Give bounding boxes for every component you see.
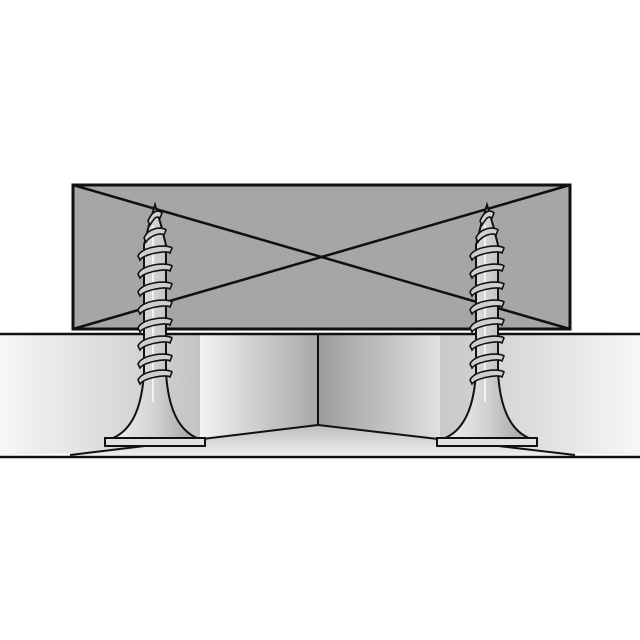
screw-thread <box>137 245 173 262</box>
screw-thread <box>469 245 505 262</box>
screw-thread <box>469 299 505 316</box>
screw-thread <box>147 210 163 227</box>
screw-thread <box>137 317 173 334</box>
screw-thread <box>143 227 167 244</box>
screw-head <box>436 437 538 447</box>
panel-floor <box>70 425 575 455</box>
screw-thread <box>137 335 173 352</box>
screw-thread <box>475 227 499 244</box>
screw-head <box>104 437 206 447</box>
screw-thread <box>469 369 505 386</box>
drywall-panel <box>0 332 640 459</box>
screw-thread <box>469 353 505 370</box>
screw-thread <box>137 369 173 386</box>
screw-thread <box>469 263 505 280</box>
screw-thread <box>469 317 505 334</box>
screw-thread <box>137 353 173 370</box>
screw-thread <box>137 263 173 280</box>
screw-thread <box>137 281 173 298</box>
screw-thread <box>469 335 505 352</box>
screw-thread <box>137 299 173 316</box>
drywall-screw-right <box>436 201 538 447</box>
panel-right-inner-face <box>318 334 440 450</box>
panel-left-inner-face <box>200 334 318 450</box>
screw-thread <box>469 281 505 298</box>
drywall-screw-left <box>104 201 206 447</box>
screw-thread <box>479 210 495 227</box>
